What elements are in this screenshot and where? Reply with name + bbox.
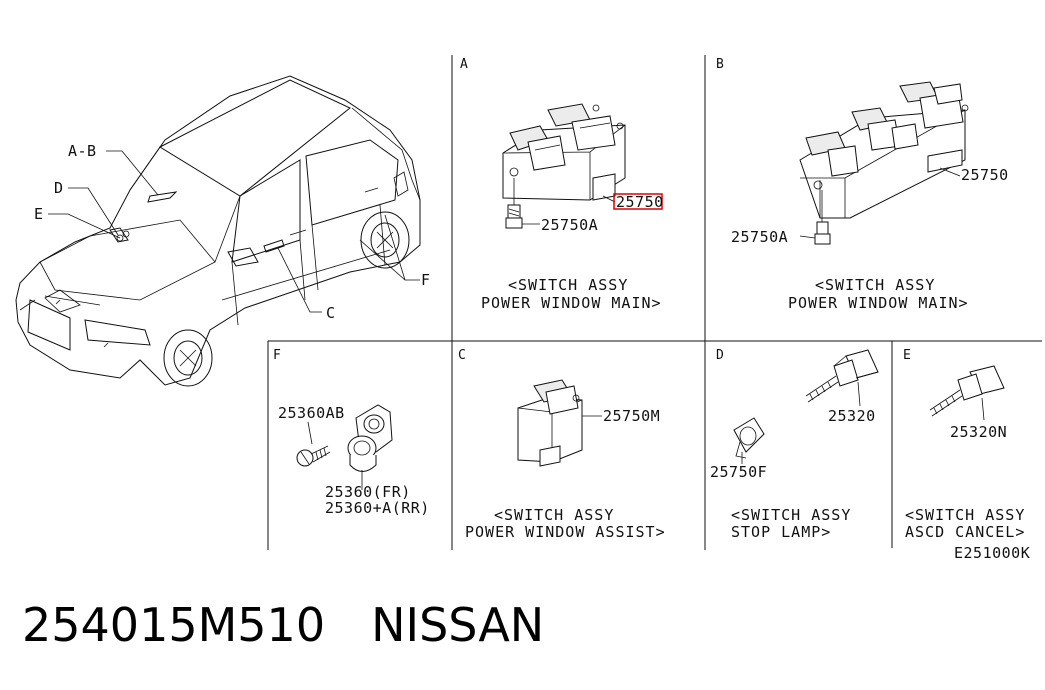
panel-b-caption-2: POWER WINDOW MAIN> (788, 294, 969, 312)
footer-title: 254015M510 NISSAN (22, 598, 544, 652)
callout-f: F (421, 271, 431, 289)
panel-f-part-rr: 25360+A(RR) (325, 499, 430, 517)
section-label-f: F (273, 348, 281, 363)
brand-name: NISSAN (371, 598, 545, 652)
car-callouts (48, 150, 420, 313)
panel-c-caption-1: <SWITCH ASSY (494, 506, 614, 524)
diagram-code: E251000K (954, 544, 1030, 562)
panel-e-caption-2: ASCD CANCEL> (905, 523, 1025, 541)
panel-a-switch (502, 103, 626, 229)
panel-c-switch (517, 379, 602, 467)
panel-d-caption-1: <SWITCH ASSY (731, 506, 851, 524)
part-number: 254015M510 (22, 598, 326, 652)
panel-d-part-clip: 25750F (710, 463, 767, 481)
panel-a-caption-2: POWER WINDOW MAIN> (481, 294, 662, 312)
panel-b-part-main: 25750 (961, 166, 1009, 184)
panel-c-caption-2: POWER WINDOW ASSIST> (465, 523, 666, 541)
panel-b-caption-1: <SWITCH ASSY (815, 276, 935, 294)
panel-e-switch (929, 365, 1005, 421)
section-label-b: B (716, 57, 724, 72)
callout-e: E (34, 205, 44, 223)
panel-e-caption-1: <SWITCH ASSY (905, 506, 1025, 524)
panel-d-parts (733, 349, 879, 464)
panel-a-caption-1: <SWITCH ASSY (508, 276, 628, 294)
panel-b-switch (799, 81, 969, 245)
panel-f-part-fr: 25360(FR) (325, 483, 411, 501)
section-label-a: A (460, 57, 468, 72)
section-label-e: E (903, 348, 911, 363)
callout-c: C (326, 304, 336, 322)
panel-d-part-switch: 25320 (828, 407, 876, 425)
callout-ab: A-B (68, 142, 97, 160)
panel-dividers (267, 55, 1042, 550)
panel-e-part: 25320N (950, 423, 1007, 441)
panel-f-parts (296, 404, 393, 490)
panel-c-part: 25750M (603, 407, 660, 425)
highlight-box (613, 193, 663, 210)
panel-a-part-main: 25750 (616, 193, 664, 211)
section-label-d: D (716, 348, 724, 363)
panel-a-part-bolt: 25750A (541, 216, 598, 234)
car-illustration (15, 75, 421, 387)
panel-f-part-screw: 25360AB (278, 404, 345, 422)
section-label-c: C (458, 348, 466, 363)
panel-d-caption-2: STOP LAMP> (731, 523, 831, 541)
panel-b-part-bolt: 25750A (731, 228, 788, 246)
callout-d: D (54, 179, 64, 197)
